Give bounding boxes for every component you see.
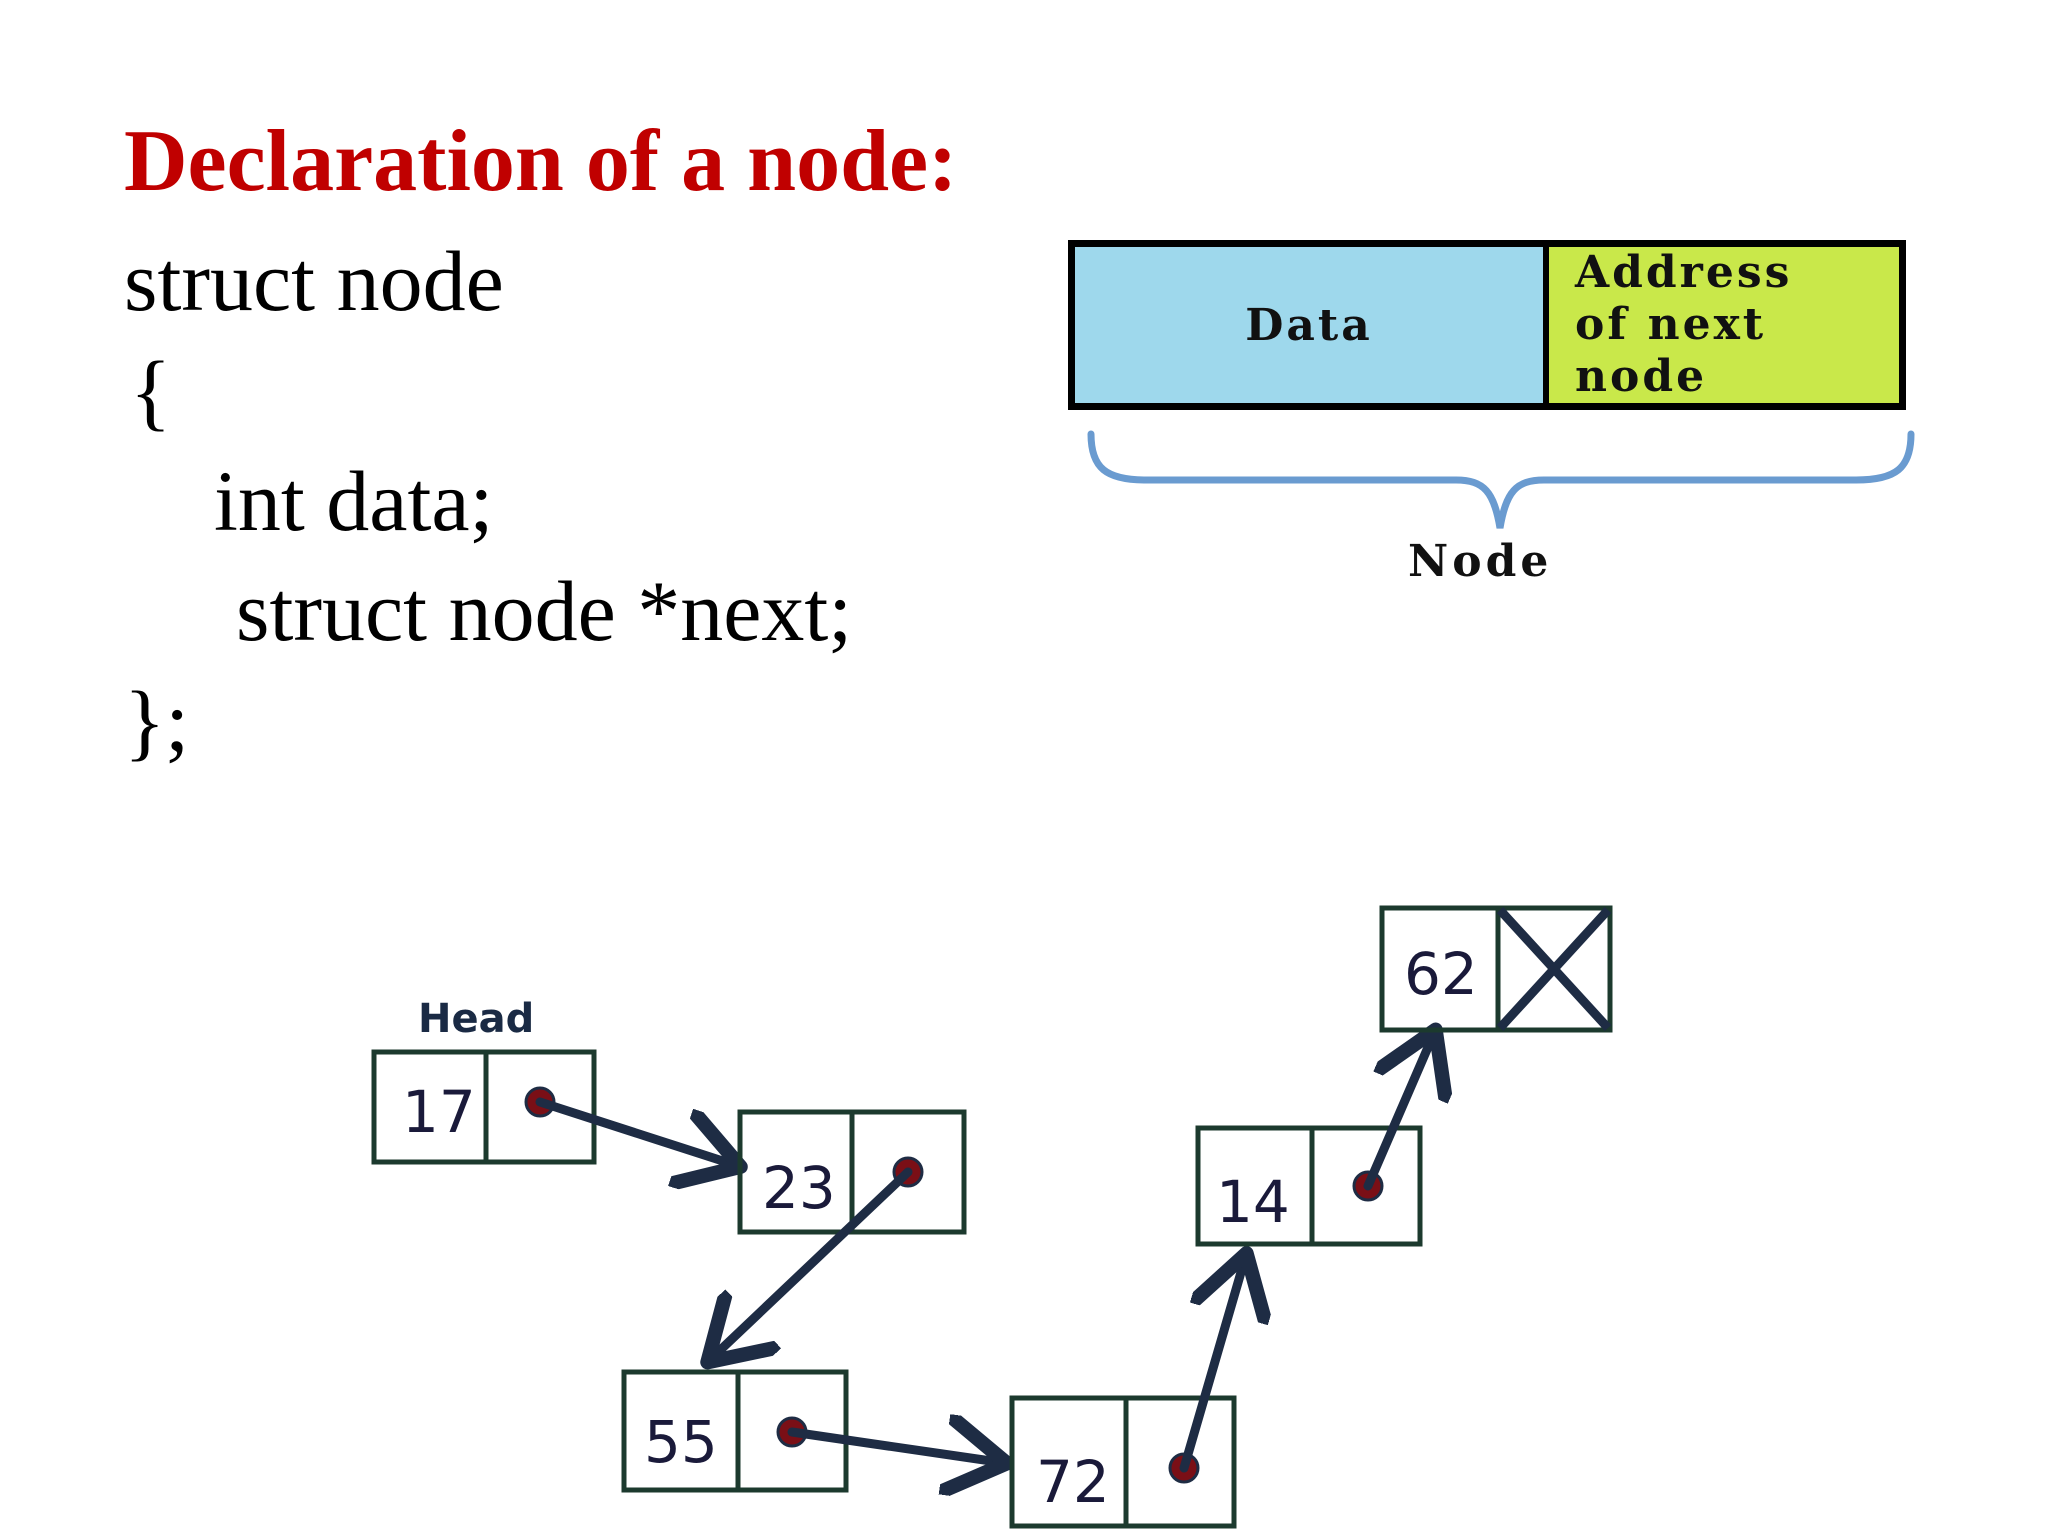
null-pointer-icon (1496, 906, 1612, 1032)
address-field-label: Address of next node (1575, 247, 1793, 402)
node-value: 72 (1036, 1448, 1110, 1516)
pointer-arrow (1179, 1262, 1244, 1473)
node-value: 62 (1404, 940, 1478, 1008)
list-node: 17 (371, 1049, 597, 1165)
list-node: 62 (1379, 905, 1613, 1033)
code-line-open-brace: { (130, 343, 172, 439)
pointer-arrow (714, 1167, 913, 1356)
node-structure-box: Data Address of next node (1068, 240, 1906, 410)
node-value: 14 (1216, 1168, 1290, 1236)
node-value: 55 (644, 1408, 718, 1476)
node-box (621, 1369, 849, 1493)
pointer-arrow (787, 1432, 998, 1462)
data-field-label: Data (1245, 299, 1373, 351)
list-node: 23 (737, 1109, 967, 1235)
node-label: Node (1408, 536, 1553, 587)
code-line-next-pointer: struct node *next; (236, 563, 853, 659)
node-box (1009, 1395, 1237, 1529)
node-value: 17 (402, 1078, 476, 1146)
node-box (1195, 1125, 1423, 1247)
code-line-int-data: int data; (214, 453, 494, 549)
head-label: Head (418, 996, 534, 1042)
data-field-cell: Data (1075, 247, 1549, 403)
slide-title: Declaration of a node: (124, 113, 958, 210)
curly-brace-icon (1087, 430, 1915, 529)
code-line-close-brace: }; (124, 673, 190, 769)
list-node: 14 (1195, 1125, 1423, 1247)
address-field-cell: Address of next node (1549, 247, 1899, 403)
node-value: 23 (762, 1154, 836, 1222)
pointer-arrow (1363, 1038, 1432, 1191)
pointer-arrow (535, 1097, 732, 1164)
code-line-struct-node: struct node (124, 233, 504, 329)
